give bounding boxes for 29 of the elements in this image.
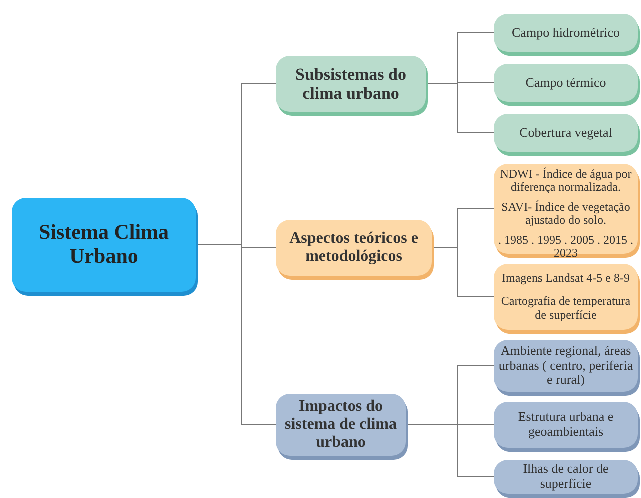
topic-text: NDWI - Índice de água por diferença normalizada.: [499, 168, 633, 195]
connector-line: [432, 248, 494, 298]
topic-text: Campo térmico: [526, 76, 606, 90]
topic-text: . 1985 . 1995 . 2005 . 2015 . 2023: [498, 234, 634, 261]
topic-text: Sistema Clima Urbano: [38, 221, 170, 269]
connector-line: [406, 424, 494, 478]
topic-box: [494, 402, 638, 448]
topic-text: Aspectos teóricos e metodológicos: [288, 230, 420, 266]
topic-box: [494, 14, 638, 52]
topic-text: SAVI- Índice de vegetação ajustado do solo.: [500, 200, 632, 228]
topic-box: [276, 220, 432, 276]
topic-text: Cartografia de temperatura de superfície: [500, 295, 632, 322]
topic-box: [494, 460, 638, 494]
topic-box: [494, 264, 638, 330]
topic-text: Ilhas de calor de superfície: [522, 462, 610, 492]
topic-text: Impactos do sistema de clima urbano: [284, 398, 398, 452]
connector-line: [196, 244, 276, 426]
topic-box: [494, 64, 638, 102]
topic-text: Subsistemas do clima urbano: [294, 64, 408, 104]
topic-text: Cobertura vegetal: [520, 126, 612, 140]
topic-text: Estrutura urbana e geoambientais: [517, 410, 615, 440]
topic-box: [494, 114, 638, 152]
connector-line: [426, 84, 494, 134]
topic-box: [12, 198, 196, 292]
topic-text: Campo hidrométrico: [512, 26, 620, 40]
topic-text: Ambiente regional, áreas urbanas ( centro, periferia e rural): [498, 344, 634, 388]
topic-text: Imagens Landsat 4-5 e 8-9: [502, 272, 630, 286]
topic-box: [276, 56, 426, 112]
topic-box: [276, 394, 406, 456]
